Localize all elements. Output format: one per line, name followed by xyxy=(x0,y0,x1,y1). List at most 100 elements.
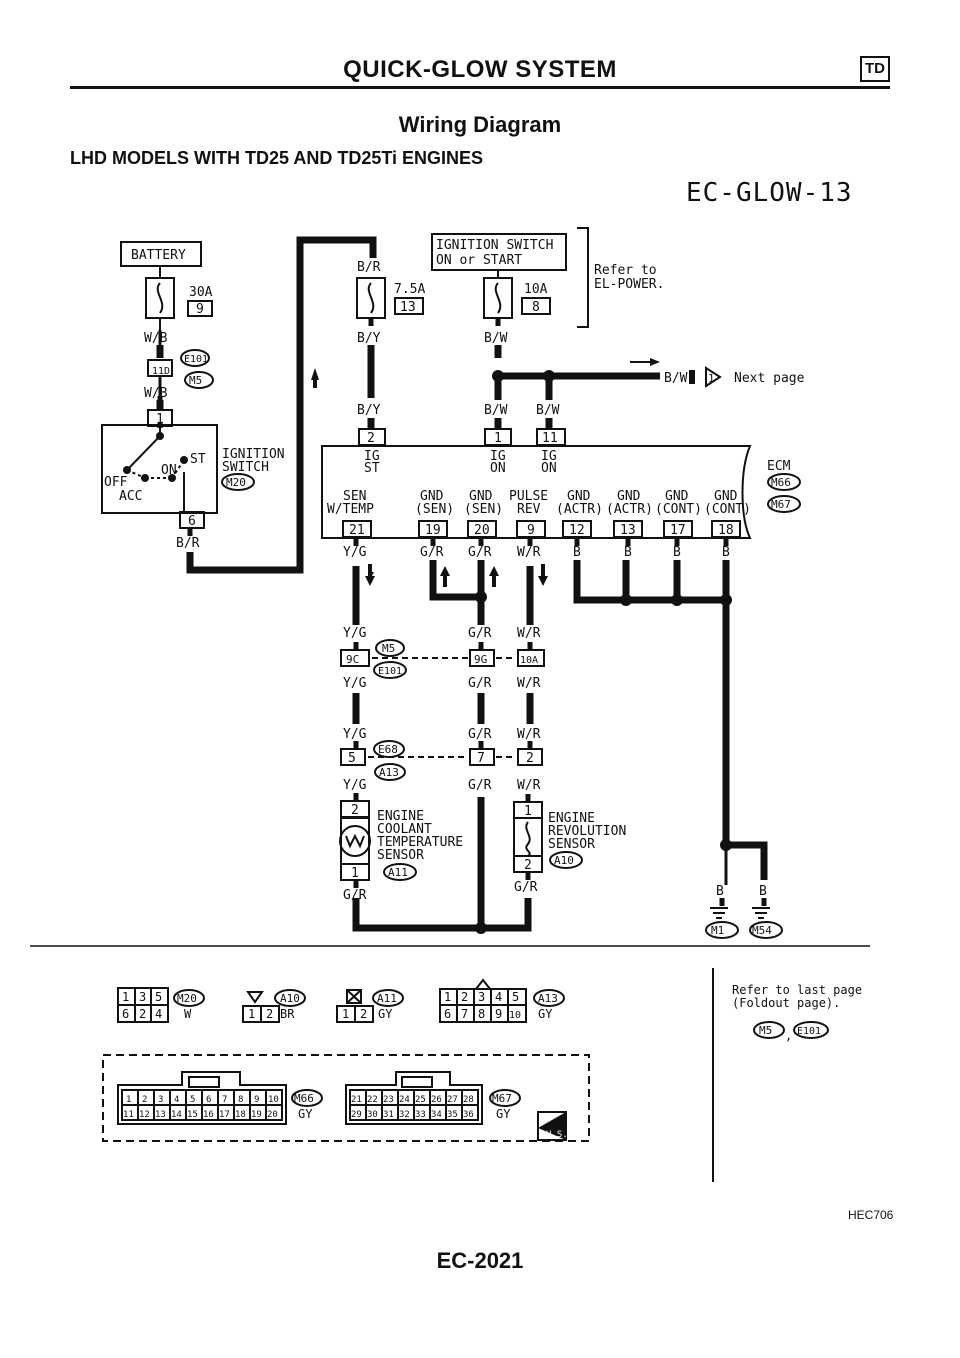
legend-a11-pin: 2 xyxy=(360,1007,367,1021)
ecm-pin-21-l2: W/TEMP xyxy=(327,502,374,517)
ignition-switch-name2: SWITCH xyxy=(222,460,269,475)
rev-sensor-l3: SENSOR xyxy=(548,837,595,852)
joint-pin-7: 7 xyxy=(477,751,485,766)
legend-a10-pin: 2 xyxy=(266,1007,273,1021)
wire-by-1: B/Y xyxy=(357,331,381,346)
wire-b-3: B xyxy=(673,545,681,560)
legend-m66-pin: 6 xyxy=(206,1095,211,1105)
legend-m66-label: M66 xyxy=(294,1092,314,1105)
connector-a10-label: A10 xyxy=(554,854,574,867)
legend-m66-pin: 8 xyxy=(238,1095,243,1105)
wire-b-ground-1: B xyxy=(716,884,724,899)
legend-m66-pin: 11 xyxy=(123,1110,134,1120)
wire-gr-4: G/R xyxy=(468,676,492,691)
ecm-pin-20: 20 xyxy=(474,523,490,538)
engine-badge: TD xyxy=(860,56,890,82)
legend-m66-pin: 16 xyxy=(203,1110,214,1120)
ecm-pin-13: 13 xyxy=(620,523,636,538)
legend-a10-color: BR xyxy=(280,1007,295,1021)
ecm-pin-2: 2 xyxy=(367,431,375,446)
header-rule xyxy=(70,86,890,89)
refer-power-line2: EL-POWER. xyxy=(594,277,664,292)
ecm-pin-11: 11 xyxy=(542,431,558,446)
legend-m67-pin: 27 xyxy=(447,1095,458,1105)
coolant-pin-1: 1 xyxy=(351,866,359,881)
connector-e101-label: E101 xyxy=(184,354,208,365)
legend-m67-pin: 25 xyxy=(415,1095,426,1105)
legend-m20-label: M20 xyxy=(177,992,197,1005)
ecm-pin-12: 12 xyxy=(569,523,585,538)
legend-m67-pin: 29 xyxy=(351,1110,362,1120)
ecm-pin-17-l2: (CONT) xyxy=(655,502,702,517)
connector-m1-label: M1 xyxy=(711,924,724,937)
wire-bw-1: B/W xyxy=(484,331,508,346)
wire-wb-1: W/B xyxy=(144,331,168,346)
wire-yg-2: Y/G xyxy=(343,626,367,641)
legend-m66-pin: 1 xyxy=(126,1095,131,1105)
ecm-pin-21: 21 xyxy=(349,523,365,538)
wire-bw-3: B/W xyxy=(536,403,560,418)
wire-gr-6: G/R xyxy=(468,778,492,793)
connector-m66-label: M66 xyxy=(771,476,791,489)
ecm-pin-18-l2: (CONT) xyxy=(704,502,751,517)
refer-power-line1: Refer to xyxy=(594,263,657,278)
wire-wb-2: W/B xyxy=(144,386,168,401)
wire-bw-2: B/W xyxy=(484,403,508,418)
ecm-pin-13-l1: GND xyxy=(617,489,641,504)
legend-m66-pin: 15 xyxy=(187,1110,198,1120)
joint-pin-5: 5 xyxy=(348,751,356,766)
legend-a11-label: A11 xyxy=(377,992,397,1005)
ignition-st-label: ST xyxy=(190,452,206,467)
ignition-pin-1-label: 1 xyxy=(156,412,164,427)
legend-m66-pin: 18 xyxy=(235,1110,246,1120)
legend-a13-color: GY xyxy=(538,1007,553,1021)
wire-wr-1: W/R xyxy=(517,545,541,560)
legend-a13-label: A13 xyxy=(538,992,558,1005)
fuse-7-5a-number: 13 xyxy=(400,300,416,315)
ecm-pin-17: 17 xyxy=(670,523,686,538)
ecm-pin-2-l2: ST xyxy=(364,461,380,476)
ecm-pin-12-l1: GND xyxy=(567,489,591,504)
connector-e68-label: E68 xyxy=(378,743,398,756)
legend-a13-pin: 10 xyxy=(509,1010,521,1021)
ecm-pin-11-l1: IG xyxy=(541,449,557,464)
wire-b-4: B xyxy=(722,545,730,560)
wire-gr-8: G/R xyxy=(514,880,538,895)
coolant-sensor-l2: COOLANT xyxy=(377,822,432,837)
legend-m66-pin: 20 xyxy=(267,1110,278,1120)
legend-a10-label: A10 xyxy=(280,992,300,1005)
legend-a13-pin: 5 xyxy=(512,990,519,1004)
legend-m67-pin: 21 xyxy=(351,1095,362,1105)
legend-e101-label: E101 xyxy=(797,1026,821,1037)
fuse-10a-label: 10A xyxy=(524,282,548,297)
battery-label: BATTERY xyxy=(131,248,186,263)
legend-a13-pin: 7 xyxy=(461,1007,468,1021)
connector-m67-label: M67 xyxy=(771,498,791,511)
ecm-pin-19-l1: GND xyxy=(420,489,444,504)
connector-m54-label: M54 xyxy=(752,924,772,937)
ecm-pin-9-l1: PULSE xyxy=(509,489,548,504)
legend-m67-label: M67 xyxy=(492,1092,512,1105)
page-header: QUICK-GLOW SYSTEM TD xyxy=(70,52,890,89)
joint-pin-2: 2 xyxy=(526,751,534,766)
connector-9c-label: 9C xyxy=(346,653,359,666)
connector-a11-label: A11 xyxy=(388,866,408,879)
rev-pin-2: 2 xyxy=(524,858,532,873)
connector-m20-label: M20 xyxy=(226,476,246,489)
ecm-pin-12-l2: (ACTR) xyxy=(556,502,603,517)
legend-m67-pin: 28 xyxy=(463,1095,474,1105)
legend-m67-pin: 35 xyxy=(447,1110,458,1120)
wire-wr-4: W/R xyxy=(517,727,541,742)
wire-gr-2: G/R xyxy=(468,545,492,560)
legend-m66-pin: 4 xyxy=(174,1095,179,1105)
figure-code: HEC706 xyxy=(848,1208,894,1222)
ignition-acc-label: ACC xyxy=(119,489,142,504)
wire-b-1: B xyxy=(573,545,581,560)
legend-a11-pin: 1 xyxy=(342,1007,349,1021)
connector-m5-label: M5 xyxy=(189,374,202,387)
legend-m20-pin: 1 xyxy=(122,990,129,1004)
legend-a13-pin: 2 xyxy=(461,990,468,1004)
wire-yg-1: Y/G xyxy=(343,545,367,560)
legend-m67-pin: 22 xyxy=(367,1095,378,1105)
